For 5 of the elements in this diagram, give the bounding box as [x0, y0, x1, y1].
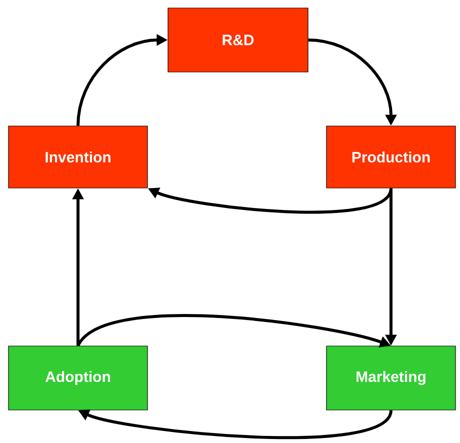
process-box: Adoption — [8, 346, 148, 410]
process-box: Invention — [8, 126, 148, 188]
process-box: Marketing — [326, 346, 456, 410]
process-box: Production — [326, 126, 456, 188]
process-box: R&D — [168, 8, 308, 72]
